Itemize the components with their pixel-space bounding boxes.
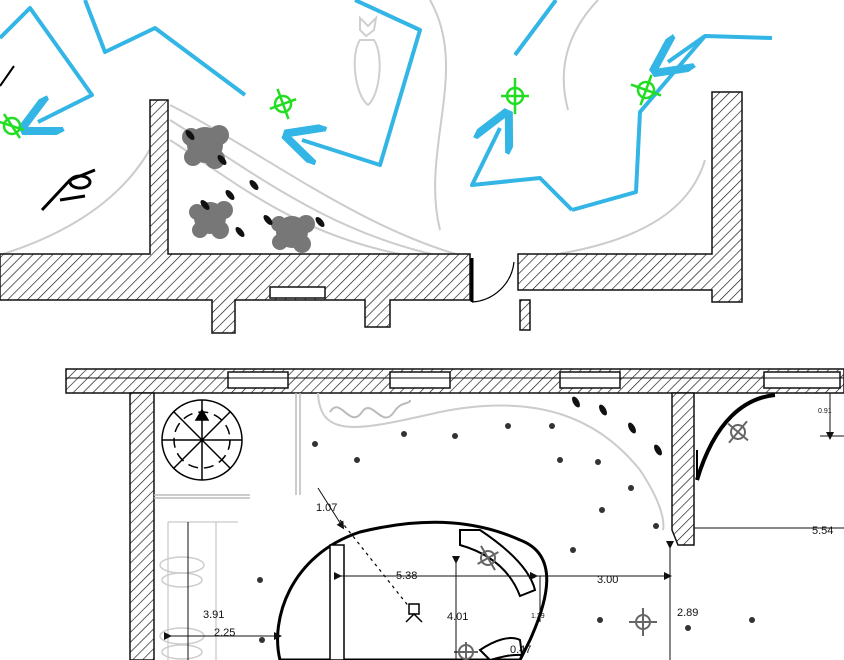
visitors-upper <box>0 74 662 139</box>
dim-label: 4.01 <box>447 611 468 623</box>
visitor-figure <box>477 545 499 571</box>
lower-left-wall <box>129 392 155 660</box>
pilaster <box>519 299 531 331</box>
window-sill <box>269 286 326 299</box>
visitor-figure <box>727 420 749 444</box>
oval-gallery <box>276 519 549 660</box>
dim-label: 1.29 <box>531 613 545 620</box>
visitor-flow-arrows <box>0 0 773 212</box>
upper-left-wall-mass <box>0 99 471 334</box>
seated-figure <box>40 168 96 212</box>
dimension-labels: 1.07 5.38 3.00 4.01 3.91 2.25 2.89 5.54 … <box>203 408 833 656</box>
upper-right-wall-mass <box>517 91 743 303</box>
lower-right-pier <box>671 392 695 546</box>
circulation-curves <box>0 0 706 259</box>
plant-clusters <box>182 125 315 253</box>
footprints-upper <box>185 130 325 237</box>
corner-object <box>0 65 15 87</box>
visitor-figure <box>501 78 529 114</box>
wave-wall <box>317 392 665 531</box>
bench-outlines <box>159 556 205 660</box>
flow-arrow-5 <box>470 128 574 212</box>
spiral-stair-icon <box>161 399 243 481</box>
dim-label: 3.00 <box>597 574 618 586</box>
curved-counter <box>459 529 537 598</box>
dim-label: 5.38 <box>396 570 417 582</box>
column-dots <box>257 423 755 643</box>
dim-label: 0.91 <box>818 408 832 415</box>
flow-arrow-1 <box>0 6 94 122</box>
display-bench <box>329 544 345 660</box>
dim-label: 1.07 <box>316 502 337 514</box>
upper-walls <box>0 91 743 334</box>
flow-arrow-6 <box>571 34 773 212</box>
dim-label: 2.25 <box>214 627 235 639</box>
door-swing <box>470 258 515 303</box>
flow-arrow-4 <box>513 0 558 57</box>
visitor-figure <box>629 608 657 636</box>
visitors-lower <box>454 420 749 660</box>
curved-counter-lower <box>478 637 524 660</box>
flow-arrow-2 <box>83 0 247 97</box>
dim-label: 2.89 <box>677 607 698 619</box>
serpent-sculpture <box>329 399 411 419</box>
visitor-figure <box>269 88 297 120</box>
visitor-figure <box>454 642 478 660</box>
partitions <box>154 393 301 499</box>
dim-label: 5.54 <box>812 525 833 537</box>
visitor-figure <box>0 113 25 139</box>
dim-label: 3.91 <box>203 609 224 621</box>
dim-label: 0.47 <box>510 644 531 656</box>
upper-plan <box>0 0 773 334</box>
footprints-lower <box>572 396 662 456</box>
flow-arrow-3 <box>302 0 422 167</box>
flow-arrow-6-head <box>668 36 707 62</box>
statue-outline <box>353 15 381 107</box>
camera-icon <box>405 603 423 623</box>
dimension-lines <box>164 393 844 660</box>
lower-plan: 1.07 5.38 3.00 4.01 3.91 2.25 2.89 5.54 … <box>65 368 844 660</box>
visitor-figure <box>630 74 662 106</box>
lower-top-wall <box>65 368 844 394</box>
corner-door <box>695 393 776 481</box>
